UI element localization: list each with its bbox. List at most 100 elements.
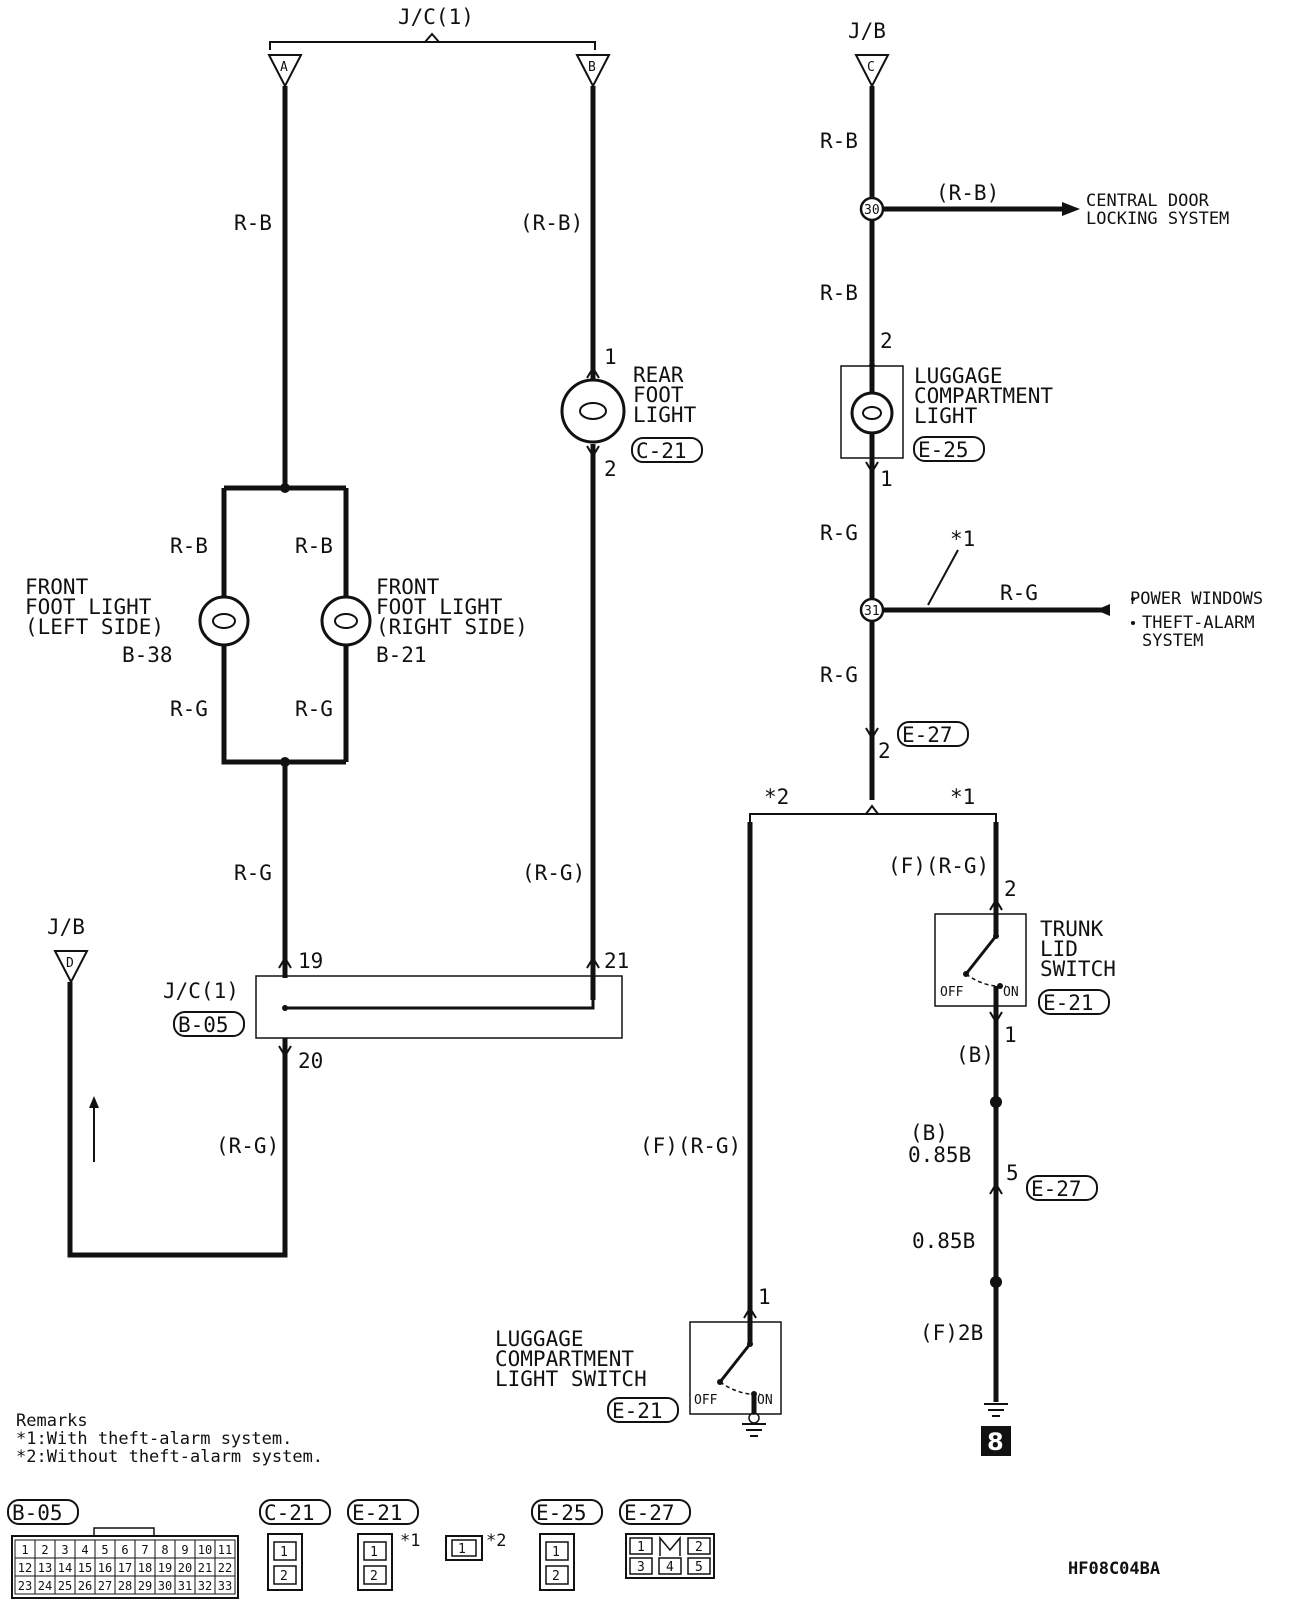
svg-text:5: 5: [1006, 1161, 1019, 1185]
svg-text:LIGHT: LIGHT: [633, 403, 697, 427]
svg-text:LOCKING SYSTEM: LOCKING SYSTEM: [1086, 209, 1229, 229]
svg-text:(B): (B): [956, 1043, 994, 1067]
conn-e27-pinout: 1 2 3 4 5: [625, 1533, 715, 1579]
svg-text:SYSTEM: SYSTEM: [1142, 631, 1203, 651]
svg-text:CENTRAL DOOR: CENTRAL DOOR: [1086, 191, 1210, 211]
svg-text:B-21: B-21: [376, 643, 427, 667]
b05-pin-number: 4: [81, 1543, 88, 1557]
remarks-title: Remarks: [16, 1411, 88, 1431]
svg-text:4: 4: [666, 1560, 674, 1575]
ground-icon: [742, 1412, 766, 1437]
svg-text:J/B: J/B: [848, 19, 886, 43]
svg-text:(LEFT SIDE): (LEFT SIDE): [25, 615, 164, 639]
svg-text:2: 2: [280, 1569, 288, 1584]
svg-text:FOOT LIGHT: FOOT LIGHT: [25, 595, 152, 619]
svg-text:C-21: C-21: [636, 439, 687, 463]
b05-pin-number: 6: [121, 1543, 128, 1557]
svg-text:(F)(R-G): (F)(R-G): [888, 854, 989, 878]
jc1-bracket: [269, 41, 596, 50]
svg-text:2: 2: [604, 457, 617, 481]
b05-pin-number: 29: [138, 1579, 152, 1593]
front-left-bulb-icon: [198, 595, 250, 647]
svg-text:1: 1: [604, 345, 617, 369]
svg-text:POWER WINDOWS: POWER WINDOWS: [1130, 589, 1263, 609]
svg-text:LUGGAGE: LUGGAGE: [495, 1327, 584, 1351]
svg-text:R-G: R-G: [820, 521, 858, 545]
svg-text:R-G: R-G: [234, 861, 272, 885]
svg-text:5: 5: [695, 1560, 703, 1575]
svg-text:1: 1: [370, 1545, 378, 1560]
svg-text:C: C: [867, 60, 875, 75]
svg-text:(R-G): (R-G): [216, 1134, 279, 1158]
svg-text:R-B: R-B: [820, 281, 858, 305]
conn-e21-pinout: 1 2: [357, 1533, 393, 1591]
svg-text:*1: *1: [950, 527, 975, 551]
svg-text:0.85B: 0.85B: [908, 1143, 971, 1167]
conn-e25-label: E-25: [536, 1501, 587, 1525]
b05-pin-number: 33: [218, 1579, 232, 1593]
b05-pin-number: 8: [161, 1543, 168, 1557]
b05-pin-number: 9: [181, 1543, 188, 1557]
svg-text:OFF: OFF: [940, 985, 964, 1000]
svg-text:FOOT LIGHT: FOOT LIGHT: [376, 595, 503, 619]
b05-pin-number: 3: [61, 1543, 68, 1557]
svg-text:E-21: E-21: [1043, 991, 1094, 1015]
b05-pin-number: 26: [78, 1579, 92, 1593]
svg-text:E-27: E-27: [902, 723, 953, 747]
b05-pin-number: 30: [158, 1579, 172, 1593]
svg-text:*2:Without theft-alarm system.: *2:Without theft-alarm system.: [16, 1447, 323, 1467]
svg-text:(R-G): (R-G): [522, 861, 585, 885]
junction-dot: [280, 483, 290, 493]
connector-a-icon: [267, 54, 303, 89]
arrow-left-icon: [1096, 604, 1110, 616]
svg-text:8: 8: [987, 1428, 1004, 1456]
svg-text:3: 3: [637, 1560, 645, 1575]
b05-pin-cell: [214, 1575, 236, 1595]
svg-text:(B): (B): [910, 1121, 948, 1145]
svg-text:*1:With theft-alarm system.: *1:With theft-alarm system.: [16, 1429, 292, 1449]
svg-text:SWITCH: SWITCH: [1040, 957, 1116, 981]
luggage-bulb-icon: [850, 391, 894, 435]
svg-text:*1: *1: [400, 1531, 420, 1551]
rear-foot-bulb-icon: [560, 378, 626, 444]
svg-text:LID: LID: [1040, 937, 1078, 961]
connector-d-icon: [53, 950, 89, 985]
svg-text:R-G: R-G: [820, 663, 858, 687]
b05-pin-number: 21: [198, 1561, 212, 1575]
svg-text:R-G: R-G: [1000, 581, 1038, 605]
svg-text:B-38: B-38: [122, 643, 173, 667]
b05-pin-number: 25: [58, 1579, 72, 1593]
svg-text:COMPARTMENT: COMPARTMENT: [495, 1347, 634, 1371]
svg-text:E-21: E-21: [612, 1399, 663, 1423]
svg-text:LUGGAGE: LUGGAGE: [914, 364, 1003, 388]
svg-text:(F)2B: (F)2B: [920, 1321, 983, 1345]
trunk-switch-box: [934, 913, 1027, 1007]
conn-e27-label: E-27: [624, 1501, 675, 1525]
b05-pin-number: 31: [178, 1579, 192, 1593]
b05-pin-number: 16: [98, 1561, 112, 1575]
svg-text:ON: ON: [1003, 985, 1019, 1000]
b05-pin-number: 17: [118, 1561, 132, 1575]
b05-pin-number: 14: [58, 1561, 72, 1575]
b05-pin-number: 12: [18, 1561, 32, 1575]
svg-text:FRONT: FRONT: [376, 575, 440, 599]
b05-pin-number: 11: [218, 1543, 232, 1557]
svg-text:*2: *2: [486, 1531, 506, 1551]
svg-text:R-G: R-G: [295, 697, 333, 721]
svg-text:1: 1: [880, 467, 893, 491]
svg-text:1: 1: [552, 1545, 560, 1560]
svg-text:A: A: [280, 60, 288, 75]
svg-text:R-B: R-B: [170, 534, 208, 558]
b05-pin-number: 19: [158, 1561, 172, 1575]
svg-text:2: 2: [1004, 877, 1017, 901]
svg-text:LIGHT SWITCH: LIGHT SWITCH: [495, 1367, 647, 1391]
svg-text:1: 1: [280, 1545, 288, 1560]
b05-pin-number: 24: [38, 1579, 52, 1593]
svg-text:FRONT: FRONT: [25, 575, 89, 599]
jc1-box: [255, 975, 623, 1039]
jc1-top-label: J/C(1): [398, 5, 474, 29]
svg-text:OFF: OFF: [694, 1393, 718, 1408]
ground-point-badge: [981, 1426, 1011, 1456]
svg-text:E-25: E-25: [918, 438, 969, 462]
